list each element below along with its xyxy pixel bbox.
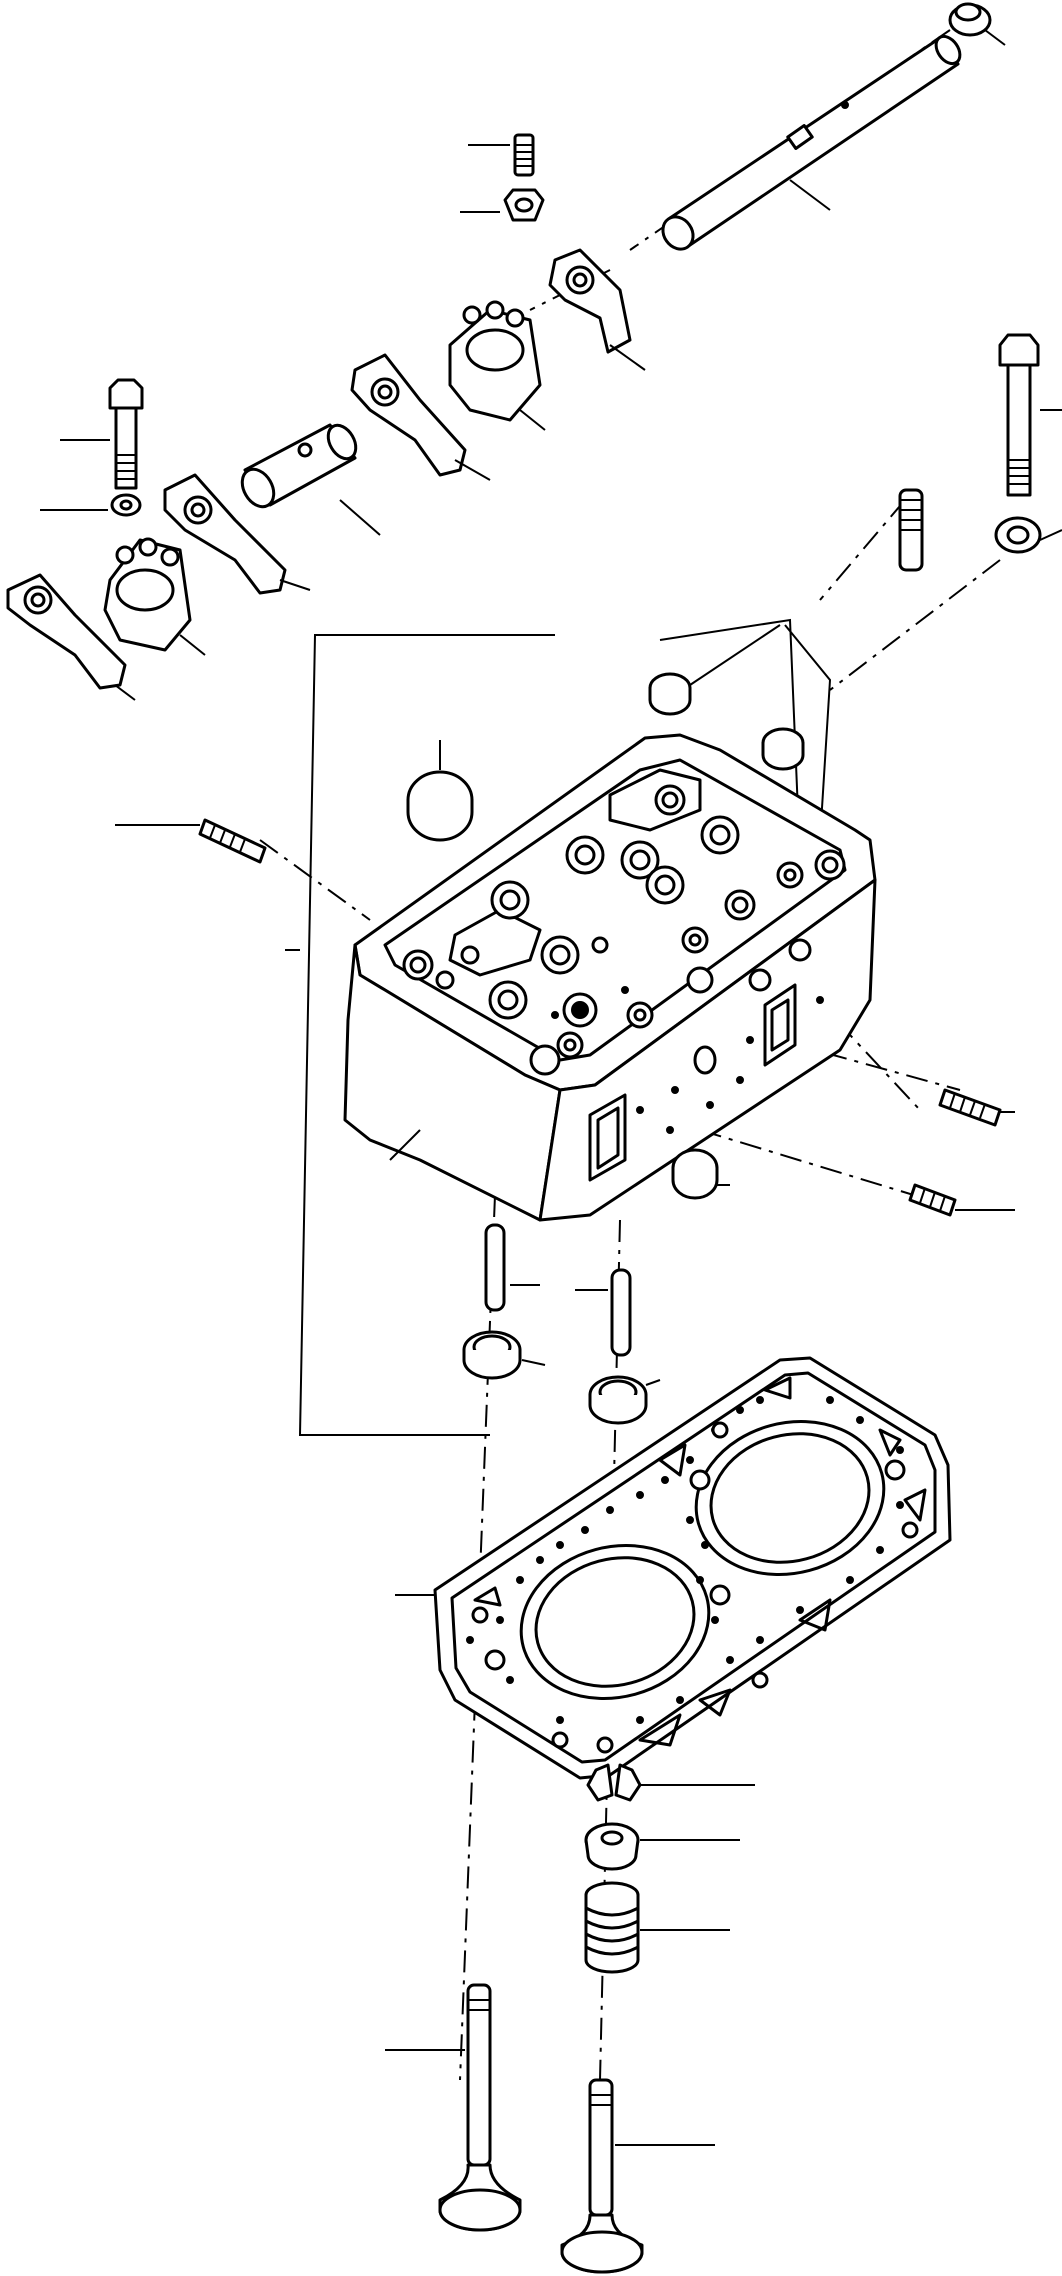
dowel-pin-1 [484, 1223, 540, 1312]
washer [40, 493, 142, 517]
valve-spring [584, 1881, 730, 1974]
side-stud-2 [908, 1183, 1015, 1217]
rocker-shaft [661, 34, 962, 251]
insert-seat-2 [588, 1375, 661, 1425]
valve-guide-seal-2 [761, 727, 805, 771]
welch-plug-1 [406, 740, 474, 842]
rocker-arm-4 [6, 573, 136, 701]
rocker-arm-1 [548, 248, 646, 371]
head-gasket [395, 1356, 952, 1780]
cylinder-head [343, 733, 877, 1222]
bolt-washer [994, 516, 1062, 554]
dowel-pin-2 [575, 1268, 632, 1357]
intake-valve [385, 1983, 522, 2232]
lock-nut [460, 188, 545, 222]
shaft-sleeve [240, 423, 381, 536]
exhaust-valve [560, 2078, 715, 2274]
rocker-arm-2 [350, 353, 491, 481]
insert-seat-1 [462, 1330, 546, 1380]
head-stud-upper [898, 488, 924, 572]
rocker-bracket-2 [103, 537, 206, 656]
rocker-arm-3 [163, 473, 311, 595]
spring-retainer [584, 1822, 740, 1871]
side-stud-1 [938, 1088, 1015, 1127]
valve-keeper [586, 1763, 755, 1802]
bracket-bolt [60, 378, 144, 490]
head-stud-left [115, 818, 267, 864]
adjusting-screw [468, 133, 535, 177]
cap-plug [948, 2, 1006, 46]
head-bolt [998, 333, 1062, 497]
rocker-bracket-1 [448, 300, 546, 431]
valve-guide-seal-1 [648, 624, 781, 716]
welch-plug-2 [671, 1148, 730, 1200]
